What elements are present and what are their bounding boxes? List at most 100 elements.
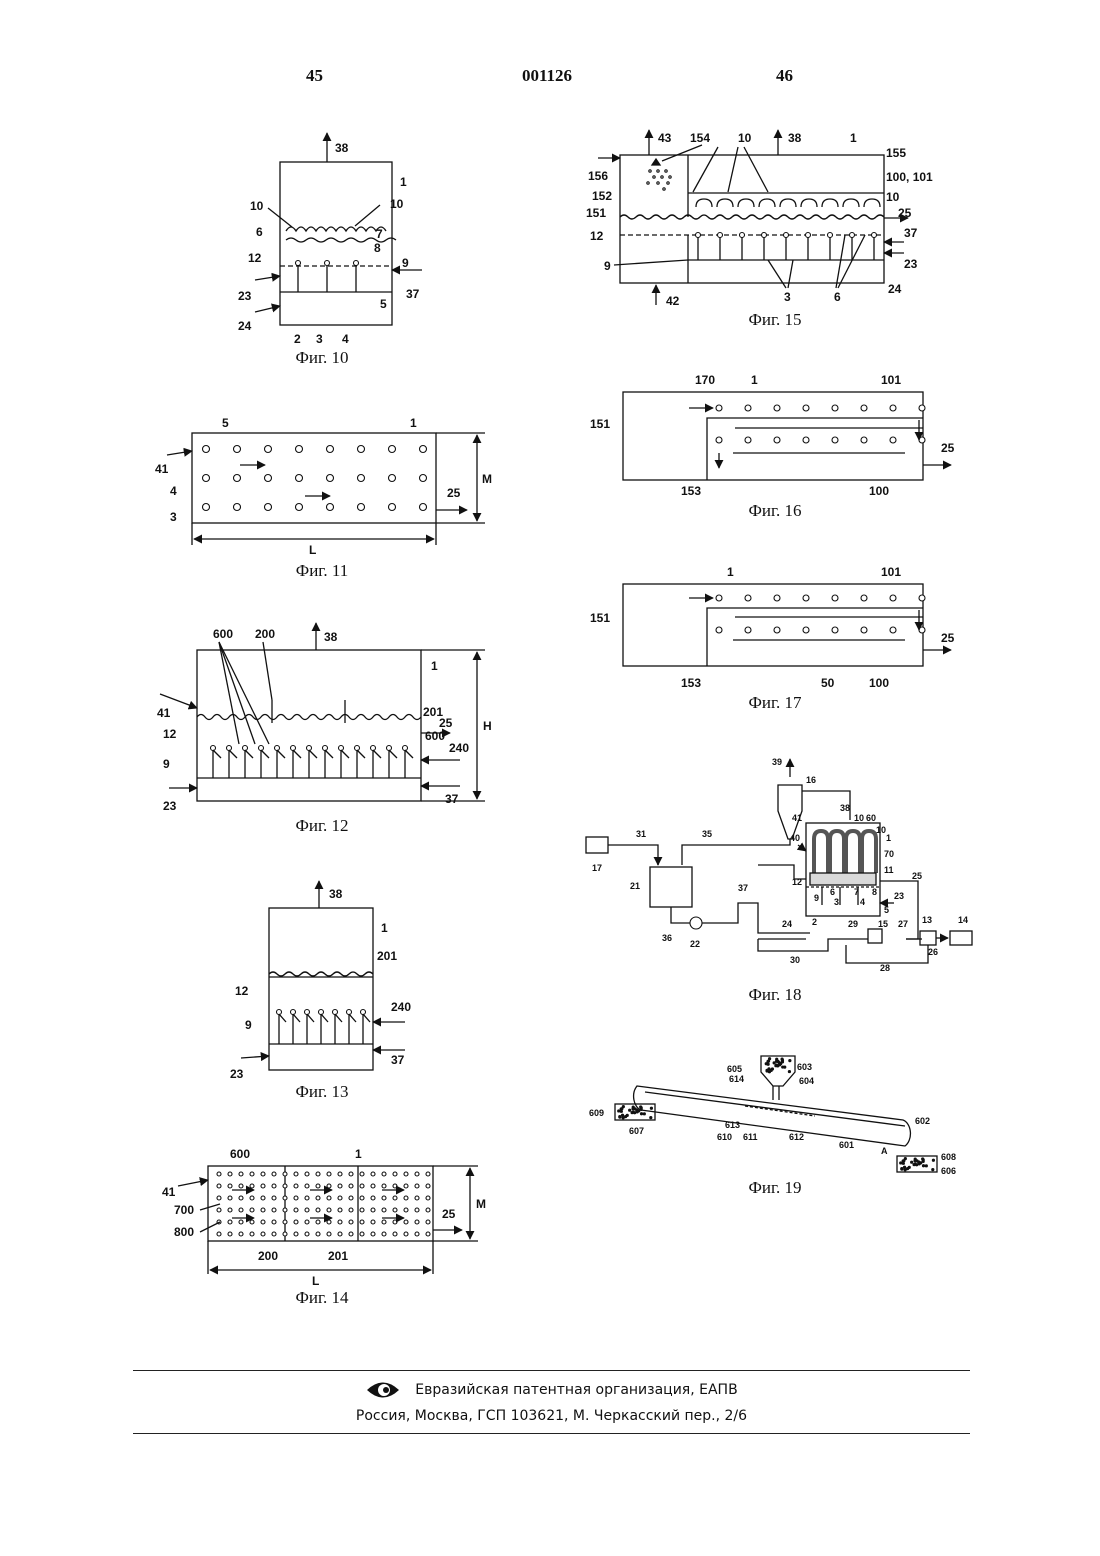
- granule: [912, 1163, 915, 1166]
- deflector: [229, 750, 237, 758]
- spray-droplet: [647, 182, 649, 184]
- nozzle-hole: [296, 504, 303, 511]
- label: 43: [658, 131, 672, 145]
- deflector: [341, 750, 349, 758]
- figure-19-caption: Фиг. 19: [695, 1178, 855, 1198]
- label: 10: [250, 199, 264, 213]
- label: 10: [738, 131, 752, 145]
- label: 153: [681, 676, 701, 690]
- nozzle-hole: [316, 1184, 320, 1188]
- nozzle-hole: [227, 746, 232, 751]
- nozzle-hole: [890, 437, 896, 443]
- label: 1: [886, 833, 891, 843]
- nozzle-hole: [358, 446, 365, 453]
- nozzle-hole: [283, 1220, 287, 1224]
- label: 1: [355, 1147, 362, 1161]
- nozzle-hole: [828, 233, 833, 238]
- nozzle-hole: [415, 1220, 419, 1224]
- spray-droplet: [663, 188, 665, 190]
- label: 24: [238, 319, 252, 333]
- nozzle-hole: [296, 446, 303, 453]
- nozzle-hole: [316, 1172, 320, 1176]
- label: 600: [213, 627, 233, 641]
- nozzle-hole: [371, 1232, 375, 1236]
- nozzle-hole: [716, 627, 722, 633]
- nozzle-hole: [349, 1172, 353, 1176]
- label: 1: [381, 921, 388, 935]
- nozzle-hole: [327, 446, 334, 453]
- granule: [914, 1157, 917, 1160]
- label: 201: [377, 949, 397, 963]
- nozzle-hole: [420, 475, 427, 482]
- label: 155: [886, 146, 906, 160]
- label: 3: [316, 332, 323, 346]
- label: 700: [174, 1203, 194, 1217]
- nozzle-hole: [283, 1208, 287, 1212]
- nozzle-hole: [261, 1220, 265, 1224]
- label: 7: [854, 887, 859, 897]
- nozzle-hole: [696, 233, 701, 238]
- nozzle-hole: [327, 1220, 331, 1224]
- granule: [779, 1062, 782, 1065]
- label: L: [309, 543, 316, 557]
- label: 201: [328, 1249, 348, 1263]
- label: 240: [449, 741, 469, 755]
- nozzle-hole: [272, 1172, 276, 1176]
- deflector: [335, 1014, 342, 1022]
- nozzle-hole: [404, 1220, 408, 1224]
- nozzle-hole: [382, 1172, 386, 1176]
- label: 6: [834, 290, 841, 304]
- granule: [931, 1168, 934, 1171]
- label: 38: [324, 630, 338, 644]
- label: 156: [588, 169, 608, 183]
- nozzle-hole: [415, 1184, 419, 1188]
- label: 614: [729, 1074, 744, 1084]
- label: 22: [690, 939, 700, 949]
- label: 25: [447, 486, 461, 500]
- label: 240: [391, 1000, 411, 1014]
- label: 37: [406, 287, 420, 301]
- nozzle-hole: [338, 1232, 342, 1236]
- nozzle-hole: [323, 746, 328, 751]
- nozzle-hole: [389, 446, 396, 453]
- nozzle-hole: [361, 1010, 366, 1015]
- label: 606: [941, 1166, 956, 1176]
- label: 600: [230, 1147, 250, 1161]
- nozzle-hole: [803, 437, 809, 443]
- nozzle-hole: [338, 1172, 342, 1176]
- label: 9: [245, 1018, 252, 1032]
- label: 10: [854, 813, 864, 823]
- nozzle-hole: [291, 1010, 296, 1015]
- label: 612: [789, 1132, 804, 1142]
- nozzle-hole: [234, 475, 241, 482]
- label: 800: [174, 1225, 194, 1239]
- label: 37: [391, 1053, 405, 1067]
- label: 30: [790, 955, 800, 965]
- granule: [628, 1109, 631, 1112]
- nozzle-hole: [426, 1184, 430, 1188]
- nozzle-hole: [393, 1184, 397, 1188]
- nozzle-hole: [261, 1208, 265, 1212]
- nozzle-hole: [228, 1196, 232, 1200]
- spray-droplet: [657, 182, 659, 184]
- deflector: [405, 750, 413, 758]
- spray-droplet: [665, 170, 667, 172]
- nozzle-hole: [404, 1232, 408, 1236]
- nozzle-hole: [327, 1184, 331, 1188]
- nozzle-hole: [203, 475, 210, 482]
- granule: [899, 1161, 902, 1164]
- nozzle-hole: [243, 746, 248, 751]
- granule: [903, 1166, 906, 1169]
- deflector: [373, 750, 381, 758]
- nozzle-hole: [832, 405, 838, 411]
- nozzle-hole: [250, 1196, 254, 1200]
- nozzle-hole: [305, 1184, 309, 1188]
- footer-address: Россия, Москва, ГСП 103621, М. Черкасски…: [133, 1408, 970, 1424]
- label: 100: [869, 676, 889, 690]
- granule: [910, 1161, 913, 1164]
- label: 151: [590, 417, 610, 431]
- label: 100: [869, 484, 889, 498]
- nozzle-hole: [745, 627, 751, 633]
- nozzle-hole: [291, 746, 296, 751]
- label: 610: [717, 1132, 732, 1142]
